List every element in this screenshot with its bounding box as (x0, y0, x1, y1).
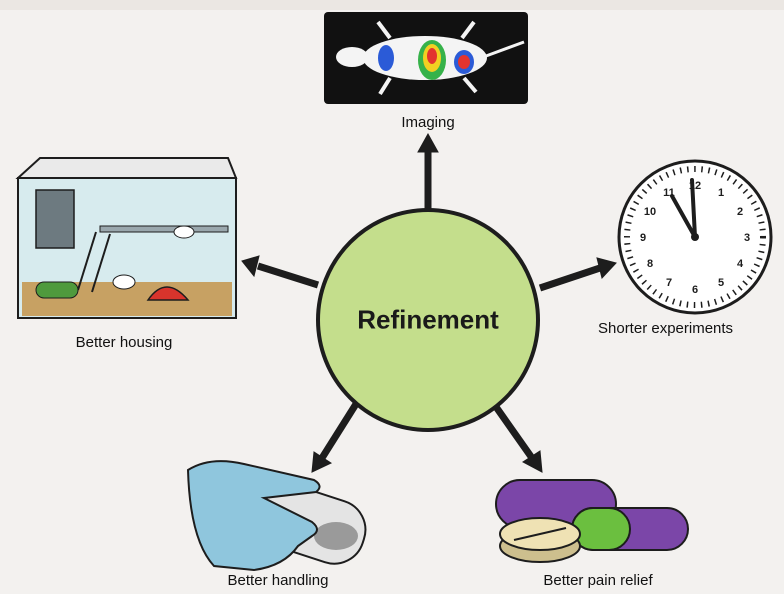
mouse-tail (485, 40, 525, 58)
clock-number: 1 (718, 187, 724, 199)
cage-lid (15, 157, 238, 179)
arrow-imaging-head (417, 132, 439, 153)
label-shorter-experiments: Shorter experiments (598, 320, 734, 337)
clock-hour-hand (670, 194, 697, 239)
top-band (0, 0, 784, 10)
arrows (241, 132, 617, 473)
arrow-pain (491, 401, 535, 461)
tablet-score (513, 527, 567, 541)
clock-number: 9 (640, 232, 646, 244)
clock-pivot (691, 233, 699, 241)
arrow-handling-head (311, 451, 333, 473)
arrow-handling (319, 402, 359, 460)
water-bottle (35, 189, 75, 249)
cage-mouse (173, 225, 195, 239)
mouse-leg (462, 76, 478, 94)
cage-ladder (77, 231, 97, 291)
heat-spot (378, 45, 394, 71)
clock-number: 4 (737, 258, 744, 270)
label-imaging: Imaging (401, 114, 455, 131)
mouse-leg (460, 20, 476, 40)
label-better-handling: Better handling (227, 572, 329, 589)
arrow-housing (256, 262, 320, 289)
cage-shelf (99, 225, 229, 233)
cage-tunnel (35, 281, 79, 299)
arrow-housing-head (241, 255, 260, 278)
label-better-housing: Better housing (75, 334, 173, 351)
clock-number: 10 (644, 206, 656, 218)
cage-mouse (112, 274, 136, 290)
arrow-shorter (538, 264, 602, 292)
pills-image (495, 479, 689, 563)
label-better-pain-relief: Better pain relief (543, 572, 653, 589)
center-label: Refinement (357, 304, 499, 335)
mouse-leg (378, 76, 392, 96)
refinement-hub (316, 208, 540, 432)
clock-ticks (624, 166, 766, 308)
cage-house (146, 286, 190, 301)
clock-number: 2 (737, 206, 743, 218)
clock-number: 7 (666, 277, 672, 289)
clock-number: 8 (647, 258, 653, 270)
mouse-head (336, 47, 368, 67)
mouse-leg (376, 20, 392, 40)
handling-mouse (314, 522, 358, 550)
imaging-image (324, 12, 528, 104)
cage-image (15, 157, 238, 319)
clock-number: 3 (744, 232, 750, 244)
clock-number: 5 (718, 277, 724, 289)
cage-ladder (91, 233, 111, 293)
arrow-pain-head (522, 450, 543, 473)
heat-spot (427, 48, 437, 64)
heat-spot (458, 55, 470, 69)
clock-number: 6 (692, 284, 698, 296)
clock-minute-hand (690, 178, 697, 239)
pill-capsule-green (571, 507, 631, 551)
handling-image (186, 460, 367, 572)
arrow-shorter-head (596, 257, 617, 280)
glove (186, 460, 321, 572)
clock-number: 11 (663, 187, 675, 199)
